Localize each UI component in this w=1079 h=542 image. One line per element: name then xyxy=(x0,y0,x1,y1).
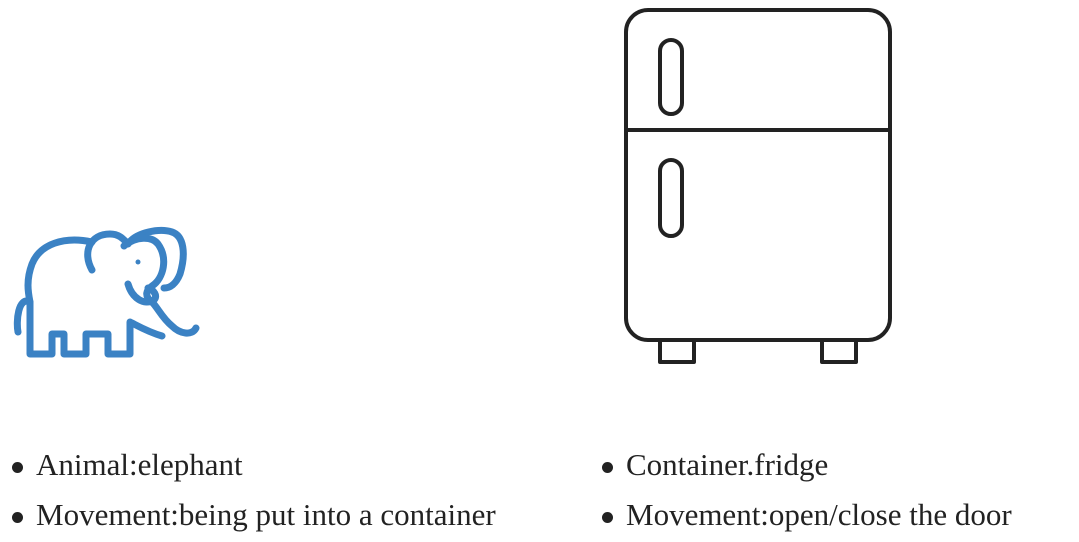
list-item: Movement:being put into a container xyxy=(12,490,496,540)
list-item: Movement:open/close the door xyxy=(602,490,1012,540)
fridge-left-foot xyxy=(658,338,696,364)
elephant-icon xyxy=(13,227,200,358)
fridge-caption-list: Container.fridge Movement:open/close the… xyxy=(602,440,1012,540)
fridge-top-handle xyxy=(658,38,684,116)
elephant-caption-list: Animal:elephant Movement:being put into … xyxy=(12,440,496,540)
list-item: Container.fridge xyxy=(602,440,1012,490)
fridge-icon xyxy=(624,8,892,364)
fridge-bottom-handle xyxy=(658,158,684,238)
list-item: Animal:elephant xyxy=(12,440,496,490)
fridge-right-foot xyxy=(820,338,858,364)
fridge-body xyxy=(624,8,892,342)
